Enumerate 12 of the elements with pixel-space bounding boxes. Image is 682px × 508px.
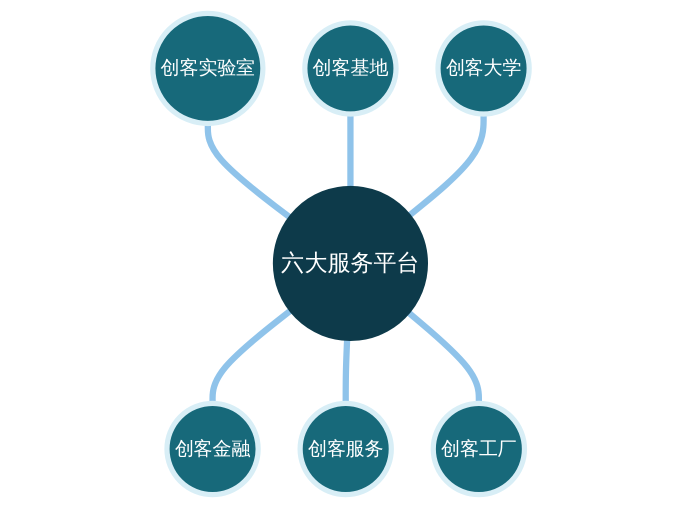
node-circle: 创客实验室 [150,10,266,126]
connector [347,114,354,186]
node-circle: 创客服务 [298,400,394,498]
connector [407,310,482,404]
node-circle: 创客大学 [435,20,532,117]
connector [408,114,487,218]
node-circle: 创客工厂 [430,400,528,498]
node-circle: 创客金融 [164,400,261,498]
node-circle: 创客基地 [302,20,399,117]
node-circle: 六大服务平台 [272,186,428,342]
connector [342,340,350,404]
connector [209,308,292,404]
